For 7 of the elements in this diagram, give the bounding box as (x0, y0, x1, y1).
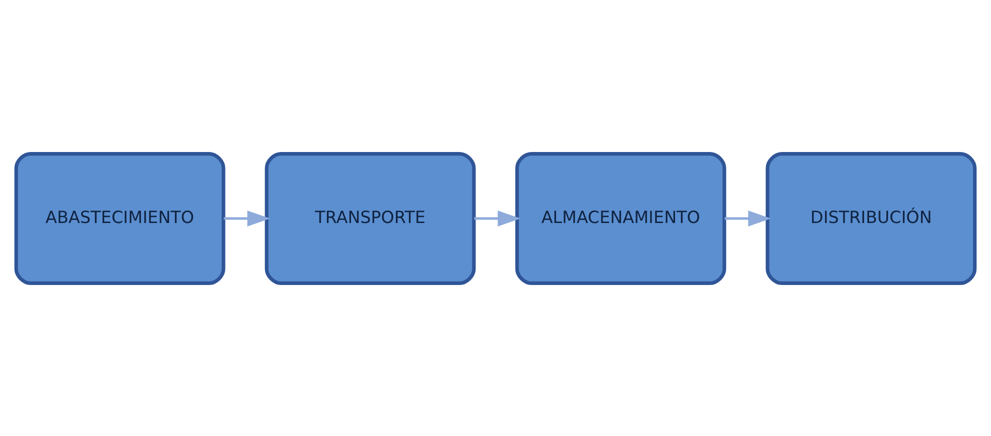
node-box: ABASTECIMIENTO (14, 152, 226, 284)
arrow (224, 210, 270, 226)
arrow (724, 210, 771, 226)
node-box: TRANSPORTE (264, 152, 476, 284)
node-box: ALMACENAMIENTO (515, 152, 726, 284)
node-box: DISTRIBUCIÓN (766, 152, 977, 284)
arrow (474, 210, 521, 226)
